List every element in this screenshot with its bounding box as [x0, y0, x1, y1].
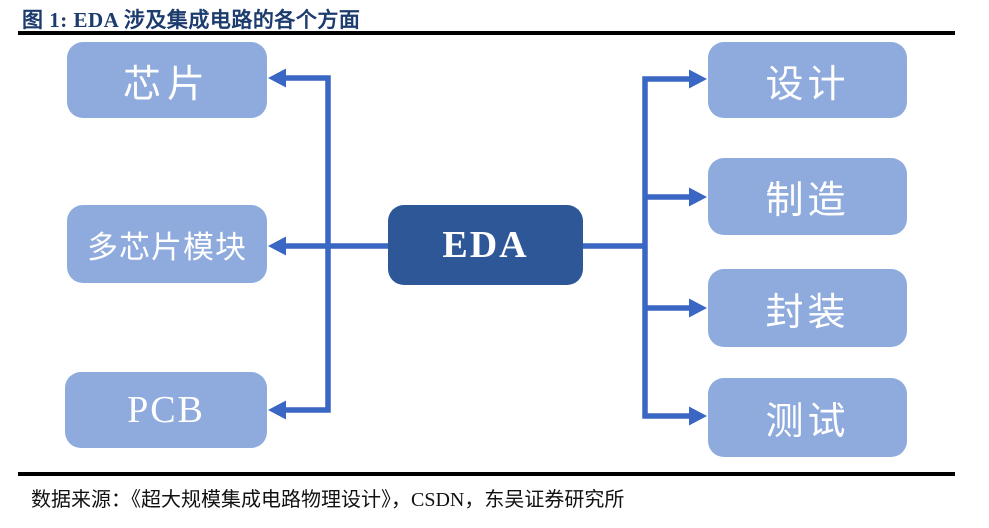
- connector-right-trunk: [642, 76, 691, 419]
- node-eda-center: EDA: [388, 205, 583, 285]
- arrowhead-design: [689, 69, 707, 89]
- node-manufacturing-label: 制造: [765, 180, 850, 222]
- node-eda-label: EDA: [442, 224, 529, 266]
- node-chip-label: 芯片: [122, 63, 211, 106]
- source-divider: [18, 472, 955, 476]
- node-packaging: 封装: [708, 269, 907, 347]
- node-multichip-module-label: 多芯片模块: [87, 229, 247, 265]
- arrowhead-mcm: [268, 236, 286, 256]
- node-multichip-module: 多芯片模块: [67, 205, 267, 283]
- data-source: 数据来源：《超大规模集成电路物理设计》，CSDN，东吴证券研究所: [31, 489, 625, 511]
- node-design: 设计: [708, 42, 907, 118]
- figure-title: 图 1: EDA 涉及集成电路的各个方面: [22, 8, 361, 32]
- node-manufacturing: 制造: [708, 158, 907, 235]
- node-chip: 芯片: [67, 42, 267, 118]
- arrowhead-pkg: [689, 298, 707, 318]
- title-divider: [18, 31, 955, 35]
- arrowhead-pcb: [268, 400, 286, 420]
- arrowhead-test: [689, 406, 707, 426]
- node-design-label: 设计: [765, 63, 850, 106]
- node-testing: 测试: [708, 378, 907, 457]
- node-pcb: PCB: [65, 372, 267, 448]
- arrowhead-chip: [268, 68, 286, 88]
- node-packaging-label: 封装: [765, 291, 850, 334]
- node-testing-label: 测试: [765, 401, 850, 443]
- node-pcb-label: PCB: [127, 389, 205, 431]
- arrowhead-mfg: [689, 187, 707, 207]
